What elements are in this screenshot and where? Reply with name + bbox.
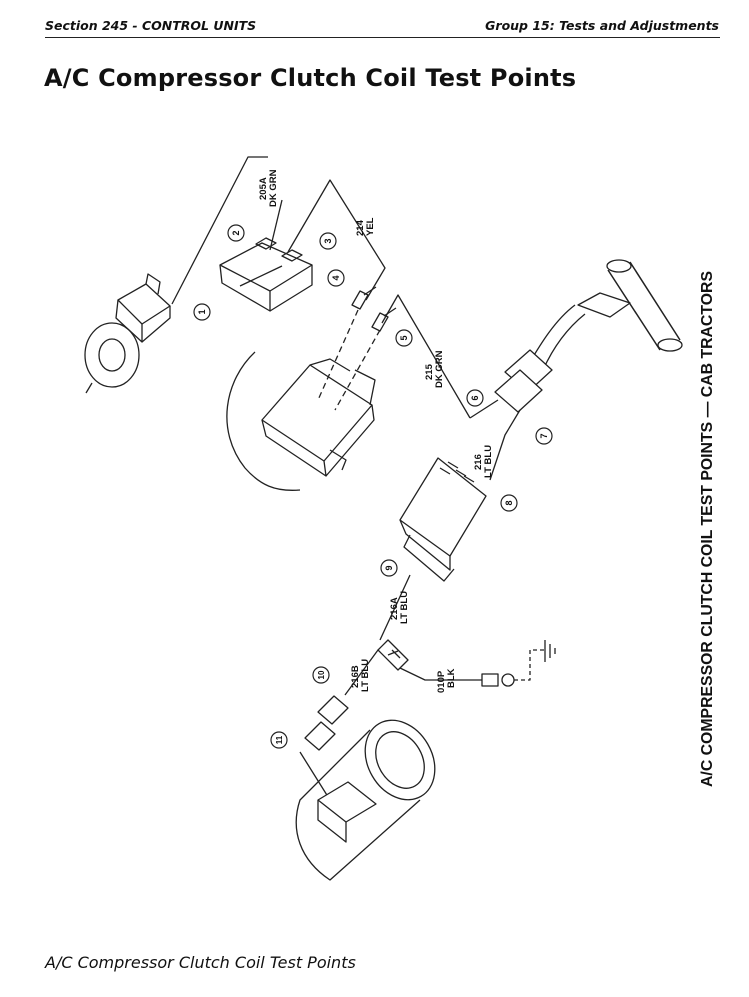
wire-215-num: 215 (424, 363, 435, 380)
ac-compressor (295, 719, 436, 881)
page-title: A/C Compressor Clutch Coil Test Points (44, 64, 577, 92)
group-header: Group 15: Tests and Adjustments (485, 18, 719, 33)
wire-216a-color: LT BLU (399, 591, 410, 624)
pressure-switch (84, 273, 171, 394)
wire-216-color: LT BLU (483, 445, 494, 478)
wire-010p-color: BLK (446, 668, 457, 688)
wire-216-num: 216 (473, 454, 484, 470)
clutch-switch (219, 237, 313, 312)
callout-2: 2 (231, 230, 241, 235)
callout-7: 7 (539, 433, 549, 438)
section-header: Section 245 - CONTROL UNITS (45, 18, 257, 33)
wire-216a-num: 216A (389, 597, 400, 620)
callout-5: 5 (399, 335, 409, 340)
callout-8: 8 (504, 500, 514, 505)
wire-216b-num: 216B (350, 665, 361, 688)
callout-9: 9 (384, 565, 394, 570)
callout-11: 11 (275, 735, 284, 744)
wire-205a-color: DK GRN (268, 169, 279, 207)
header-divider (45, 37, 720, 38)
callout-1: 1 (197, 309, 207, 314)
callout-10: 10 (317, 670, 326, 679)
relay-module (261, 358, 376, 477)
side-label: A/C COMPRESSOR CLUTCH COIL TEST POINTS —… (699, 271, 716, 787)
harness-connector (399, 457, 487, 582)
wire-010p-num: 010P (436, 670, 447, 693)
compressor-connector (299, 695, 349, 801)
wire-214-color: YEL (365, 217, 376, 236)
figure-caption: A/C Compressor Clutch Coil Test Points (45, 953, 356, 972)
callout-4: 4 (331, 275, 341, 280)
callout-3: 3 (323, 238, 333, 243)
sensor-lead (226, 351, 301, 491)
wire-214-num: 214 (355, 219, 366, 236)
harness-sensor (494, 259, 683, 413)
callout-6: 6 (470, 395, 480, 400)
wire-215-color: DK GRN (434, 350, 445, 388)
wire-216b-color: LT BLU (360, 659, 371, 692)
wire-205a-num: 205A (258, 177, 269, 200)
diode-module (377, 639, 409, 671)
